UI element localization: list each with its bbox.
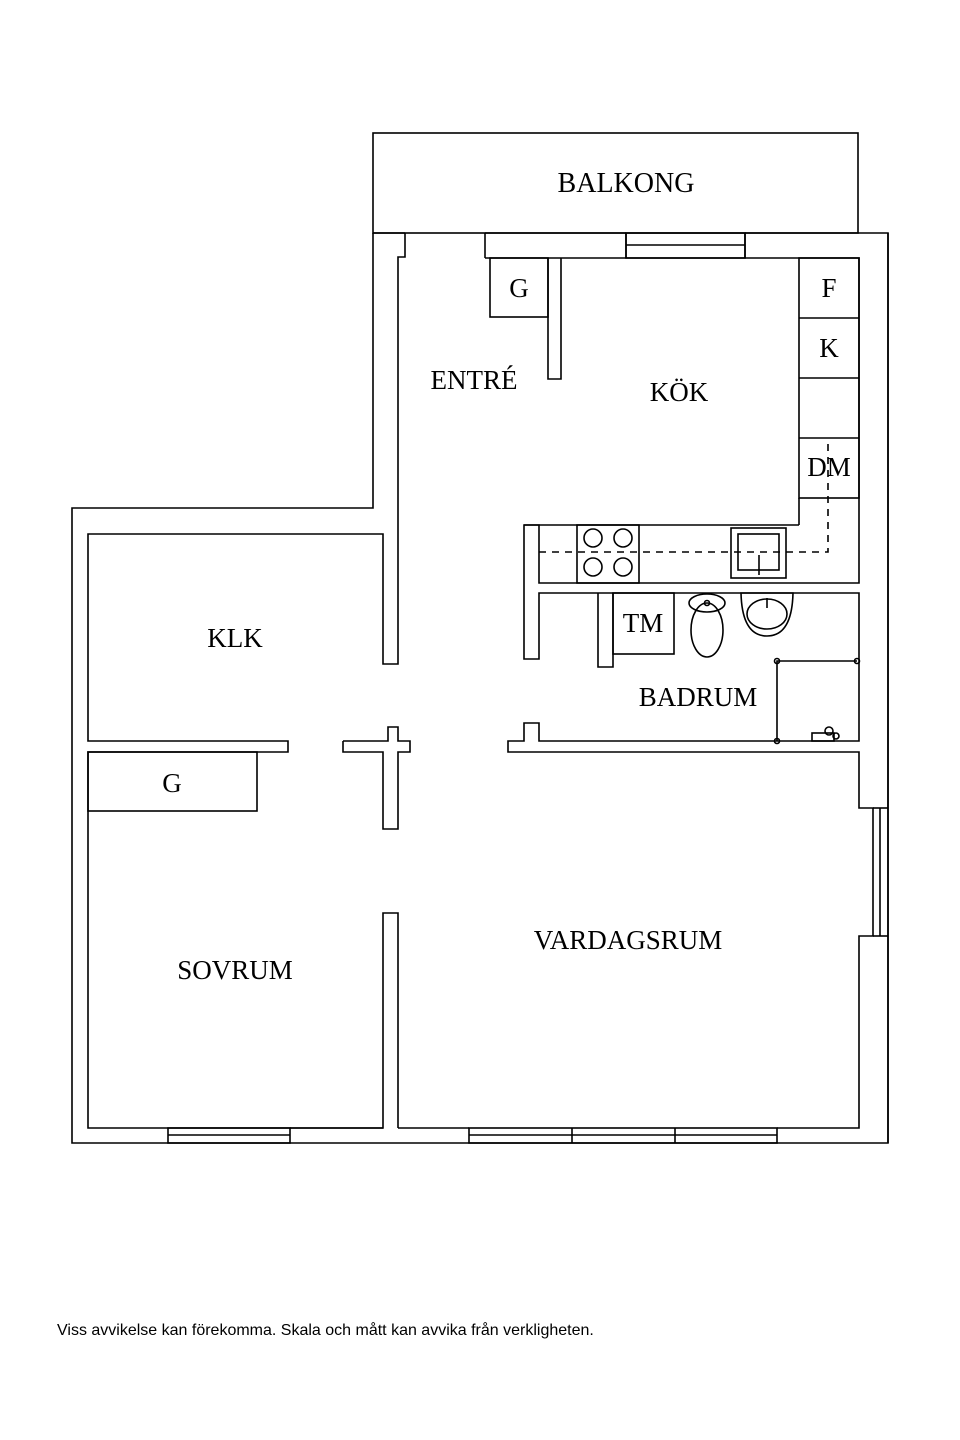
toilet-dot <box>703 599 711 607</box>
rail-end <box>773 657 781 665</box>
disclaimer-footnote: Viss avvikelse kan förekomma. Skala och … <box>57 1322 594 1339</box>
toilet-bowl <box>690 602 724 658</box>
room-label-kok: KÖK <box>650 377 709 407</box>
fixture-label-kyl: K <box>819 333 839 363</box>
fixture-label-garderob-entre: G <box>509 273 529 303</box>
room-label-sovrum: SOVRUM <box>177 955 293 985</box>
fixture-label-garderob-sovrum: G <box>162 768 182 798</box>
fixture-label-frys: F <box>821 273 836 303</box>
kitchen-sink <box>730 527 787 579</box>
room-label-vardagsrum: VARDAGSRUM <box>534 925 723 955</box>
stove-burner <box>613 528 633 548</box>
bathroom-sink <box>740 592 794 637</box>
fixture-label-tvattmaskin: TM <box>623 608 664 638</box>
rail-end <box>773 737 781 745</box>
wardrobe-sovrum <box>87 751 258 812</box>
stove-burner <box>613 557 633 577</box>
room-label-balkong: BALKONG <box>558 168 695 199</box>
room-label-badrum: BADRUM <box>639 682 758 712</box>
drain-knob <box>824 726 834 736</box>
dishwasher-line <box>539 440 829 553</box>
kitchen-wall <box>485 257 874 1129</box>
stove-burner <box>583 557 603 577</box>
fixture-label-diskmaskin: DM <box>807 452 851 482</box>
stove-burner <box>583 528 603 548</box>
stove <box>576 524 640 584</box>
rail-end <box>853 657 861 665</box>
room-label-klk: KLK <box>207 623 263 653</box>
partition-wall <box>547 258 562 380</box>
bath-partition <box>597 593 614 668</box>
shower-rail <box>776 660 857 741</box>
toilet-tank <box>688 593 726 613</box>
drain-knob <box>832 732 840 740</box>
center-wall <box>342 726 411 830</box>
room-label-entre: ENTRÉ <box>431 365 518 395</box>
entry-wall <box>87 233 406 1129</box>
floor-drain <box>811 732 835 742</box>
